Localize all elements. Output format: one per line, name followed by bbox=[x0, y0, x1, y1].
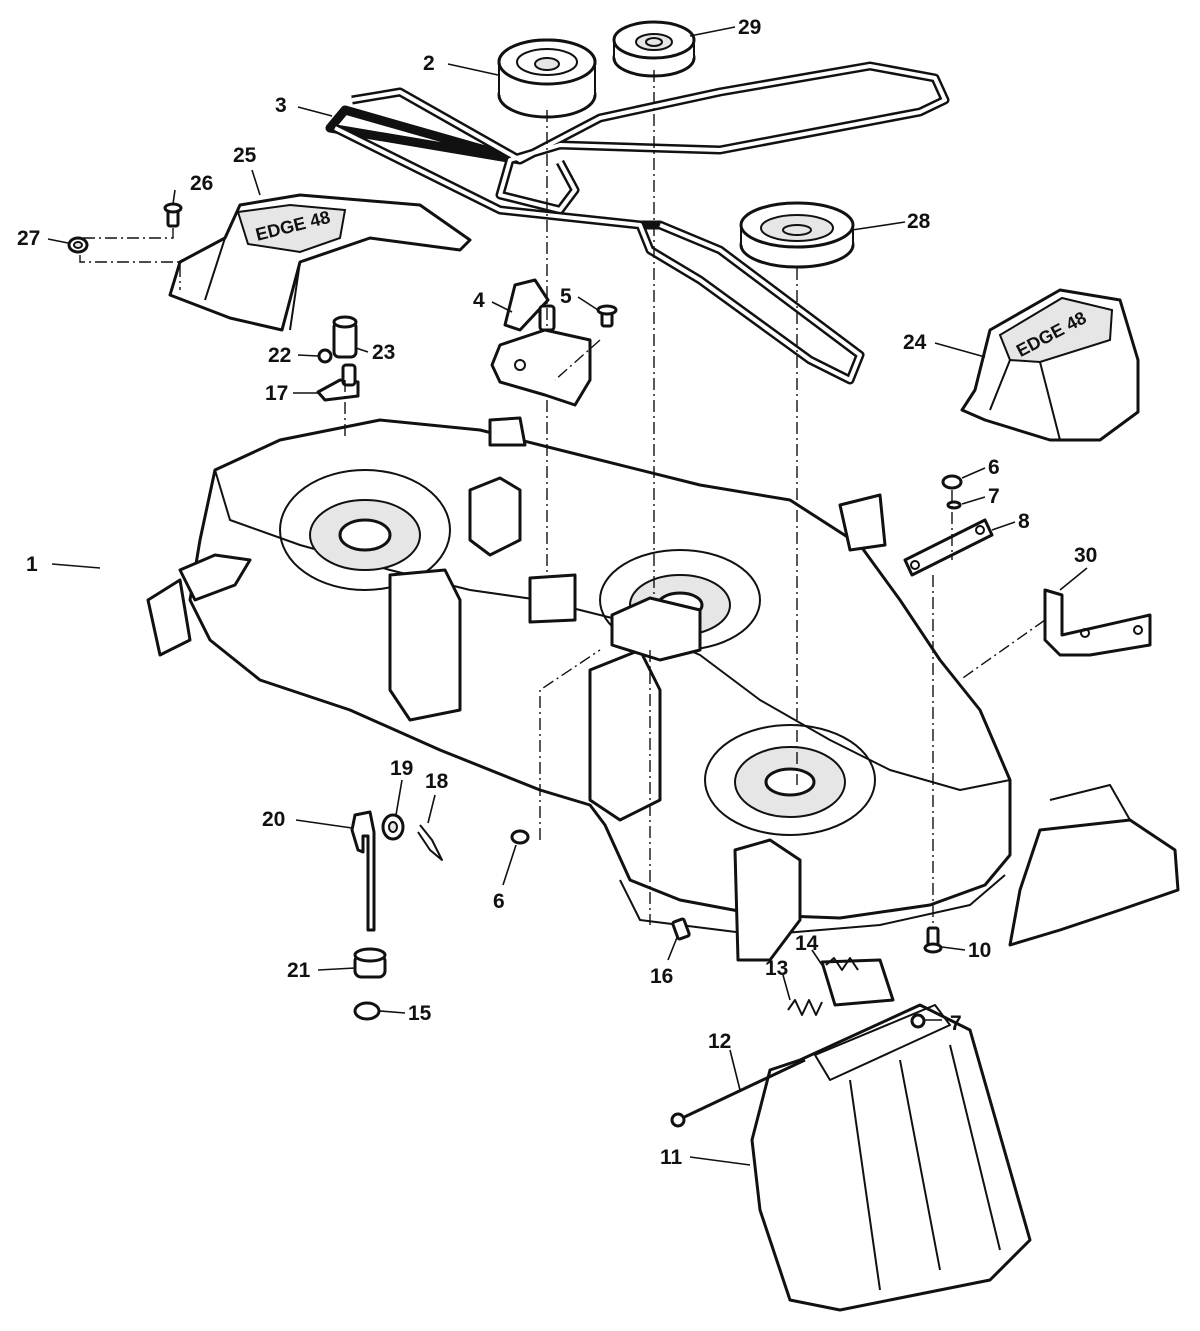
small-bolt-22 bbox=[317, 348, 333, 364]
callout-14: 14 bbox=[795, 932, 819, 955]
nut-15 bbox=[353, 1001, 381, 1021]
callout-17: 17 bbox=[265, 382, 288, 405]
callout-30: 30 bbox=[1074, 544, 1097, 567]
callout-23: 23 bbox=[372, 341, 395, 364]
rod-12 bbox=[670, 1058, 806, 1128]
bracket-30 bbox=[1043, 588, 1152, 657]
bolt-10 bbox=[923, 926, 943, 954]
belt-shield-left bbox=[168, 193, 472, 332]
callout-12: 12 bbox=[708, 1030, 731, 1053]
small-bolt-5 bbox=[596, 304, 618, 328]
hairpin-clip-18 bbox=[417, 824, 443, 861]
idler-arm-bracket bbox=[490, 278, 592, 407]
spindle-pulley bbox=[739, 201, 855, 269]
callout-18: 18 bbox=[425, 770, 449, 793]
callout-6-right: 6 bbox=[988, 456, 1000, 479]
nut-6-right bbox=[941, 474, 963, 490]
callout-3: 3 bbox=[275, 94, 287, 117]
callout-15: 15 bbox=[408, 1002, 432, 1025]
idler-pulley-flat bbox=[497, 38, 597, 119]
bolt-26 bbox=[163, 202, 183, 228]
callout-8: 8 bbox=[1018, 510, 1030, 533]
alignment-lines bbox=[79, 70, 1046, 925]
callout-16: 16 bbox=[650, 965, 673, 988]
callout-4: 4 bbox=[473, 289, 485, 312]
callout-1: 1 bbox=[26, 553, 38, 576]
callout-21: 21 bbox=[287, 959, 311, 982]
callout-24: 24 bbox=[903, 331, 927, 354]
height-pin-20 bbox=[350, 810, 376, 932]
callout-5: 5 bbox=[560, 285, 572, 308]
bolt-16 bbox=[671, 917, 691, 941]
callout-27: 27 bbox=[17, 227, 40, 250]
callout-28: 28 bbox=[907, 210, 931, 233]
callout-7-right: 7 bbox=[988, 485, 1000, 508]
bushing-21 bbox=[353, 947, 387, 979]
callout-leaders bbox=[47, 26, 1088, 1166]
washer-7-right bbox=[946, 500, 962, 510]
mower-deck bbox=[146, 416, 1012, 962]
bracket-8 bbox=[903, 518, 994, 577]
washer-7-lower bbox=[910, 1013, 926, 1029]
callout-13: 13 bbox=[765, 957, 788, 980]
callout-22: 22 bbox=[268, 344, 291, 367]
pivot-bushing bbox=[332, 315, 358, 359]
pivot-arm bbox=[316, 363, 360, 402]
callout-7-lower: 7 bbox=[950, 1012, 962, 1035]
callout-20: 20 bbox=[262, 808, 285, 831]
callout-11: 11 bbox=[660, 1146, 683, 1169]
callout-19: 19 bbox=[390, 757, 413, 780]
callout-6-left: 6 bbox=[493, 890, 505, 913]
nut-27 bbox=[67, 236, 89, 254]
belt-shield-right bbox=[960, 288, 1140, 442]
discharge-chute bbox=[750, 1003, 1032, 1312]
bracket-14 bbox=[820, 957, 895, 1007]
idler-pulley-grooved bbox=[612, 20, 696, 78]
callout-labels: 1 2 3 4 5 6 6 7 7 8 10 11 12 13 14 15 16… bbox=[17, 16, 1097, 1169]
callout-2: 2 bbox=[423, 52, 435, 75]
discharge-deflector-side bbox=[1008, 784, 1180, 947]
nut-6-left bbox=[510, 829, 530, 845]
callout-10: 10 bbox=[968, 939, 991, 962]
callout-26: 26 bbox=[190, 172, 213, 195]
callout-29: 29 bbox=[738, 16, 761, 39]
spring-13 bbox=[787, 999, 823, 1016]
drive-belt bbox=[325, 61, 950, 385]
callout-25: 25 bbox=[233, 144, 257, 167]
washer-19 bbox=[381, 813, 405, 841]
